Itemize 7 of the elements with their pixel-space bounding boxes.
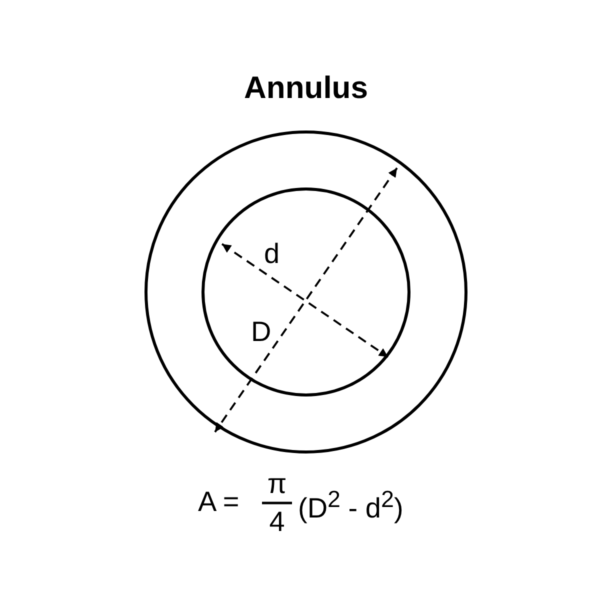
formula-text: A =	[198, 488, 240, 516]
dimension-label: D	[251, 318, 272, 346]
dimension-label: d	[264, 240, 280, 268]
fraction-denominator: 4	[269, 508, 285, 536]
fraction-numerator: π	[267, 470, 287, 498]
title: Annulus	[244, 72, 368, 103]
formula-text: (D$^{2}$ - d$^{2}$)	[298, 488, 404, 522]
